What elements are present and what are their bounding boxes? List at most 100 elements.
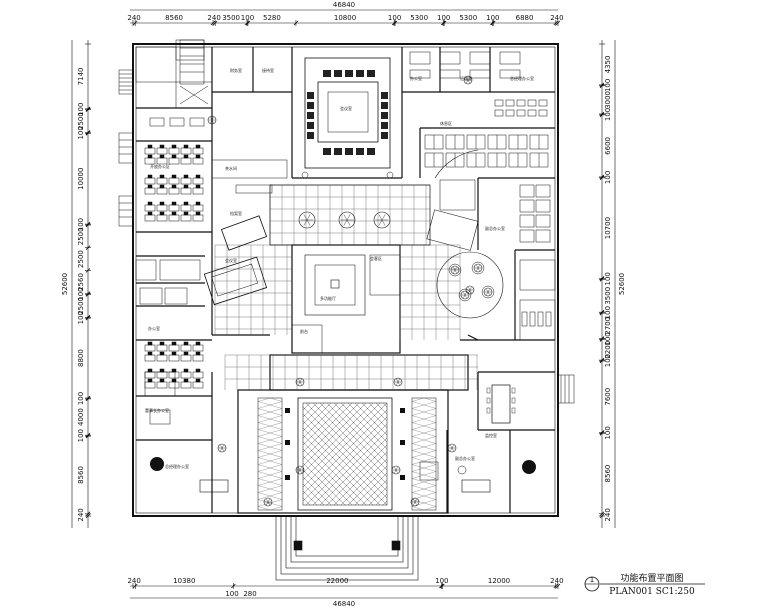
- plant-icon: [473, 263, 483, 273]
- dimension-value: 240: [77, 508, 85, 521]
- room-label: 副总办公室: [485, 225, 505, 231]
- plant-icon: [463, 75, 473, 85]
- open-office-desks: [144, 117, 205, 389]
- plants: [207, 75, 493, 507]
- drawing-title-en: PLAN001 SC1:250: [609, 587, 695, 597]
- dimension-value: 5280: [263, 14, 281, 22]
- top-left-stair: [179, 39, 205, 85]
- dimension-value: 100: [77, 103, 85, 116]
- courtyard-centerpiece: [291, 254, 401, 354]
- dimension-value: 100: [77, 287, 85, 300]
- dimension-value: 100: [388, 14, 401, 22]
- dimension-value: 100: [77, 218, 85, 231]
- plant-icon: [298, 211, 316, 229]
- dimension-value: 100: [435, 577, 448, 585]
- dimension-value: 7600: [604, 388, 612, 406]
- room-labels: 会议室 办公室 经理室 总经理办公室 财务室 接待室 开放办公区 茶水间 档案室…: [145, 67, 534, 469]
- dimension-value: 2500: [77, 250, 85, 268]
- workstations: [409, 51, 552, 327]
- room-label: 办公室: [410, 75, 422, 81]
- dimension-value: 100: [225, 590, 238, 598]
- room-label: 多功能厅: [320, 295, 336, 301]
- dimension-value: 240: [550, 577, 563, 585]
- dimension-value: 10800: [334, 14, 356, 22]
- plant-icon: [295, 465, 305, 475]
- dimension-value: 240: [207, 14, 220, 22]
- room-label: 档案室: [230, 210, 242, 216]
- dimension-value: 8800: [77, 349, 85, 367]
- room-label: 前台: [300, 328, 308, 334]
- room-label: 监控室: [485, 432, 497, 438]
- dimension-value: 8560: [165, 14, 183, 22]
- room-label: 董事长办公室: [145, 407, 169, 413]
- plant-icon: [295, 377, 305, 387]
- dimension-value: 100: [77, 126, 85, 139]
- room-label: 副总办公室: [455, 455, 475, 461]
- boardroom-table: [301, 57, 394, 179]
- dimension-value: 100: [77, 429, 85, 442]
- room-label: 休息区: [440, 120, 452, 126]
- dimension-value: 100: [486, 14, 499, 22]
- left-exterior-stairs: [118, 69, 134, 227]
- dimension-value: 100: [77, 392, 85, 405]
- dimension-value: 6880: [516, 14, 534, 22]
- plant-icon: [391, 465, 401, 475]
- dimension-value: 6600: [604, 137, 612, 155]
- dimension-value: 280: [243, 590, 256, 598]
- right-exterior-stairs: [557, 374, 575, 404]
- room-label: 会议室: [225, 257, 237, 263]
- dimension-value: 2700: [604, 317, 612, 335]
- dimension-value: 3000: [604, 91, 612, 109]
- left-total-dim: 52600: [61, 273, 69, 295]
- dimension-value: 8560: [604, 465, 612, 483]
- dimension-value: 3500: [604, 287, 612, 305]
- lounge-circular-area: [426, 149, 504, 319]
- plant-icon: [373, 211, 391, 229]
- executive-offices: [149, 409, 536, 493]
- boardroom-chairs: [307, 70, 388, 155]
- dimension-value: 2560: [77, 273, 85, 291]
- right-dimension-chain: 4350100300010066001001070010035001002700…: [599, 40, 626, 528]
- dimension-value: 3500: [222, 14, 240, 22]
- dimension-value: 4000: [77, 408, 85, 426]
- bottom-total-dim: 46840: [333, 600, 355, 608]
- room-label: 办公室: [148, 325, 160, 331]
- dimension-value: 2200: [604, 341, 612, 359]
- dimension-value: 100: [604, 354, 612, 367]
- drawing-title-cn: 功能布置平面图: [620, 572, 683, 584]
- dimension-value: 240: [127, 14, 140, 22]
- left-meeting-tables: [203, 184, 273, 306]
- dimension-value: 2500: [77, 112, 85, 130]
- right-total-dim: 52600: [618, 273, 626, 295]
- left-dimension-chain: 7140100250010010000100250025002560100250…: [61, 40, 91, 528]
- dimension-value: 5300: [459, 14, 477, 22]
- dimension-value: 2500: [77, 227, 85, 245]
- plant-icon: [465, 285, 475, 295]
- dimension-value: 10700: [604, 217, 612, 239]
- room-label: 茶水间: [225, 165, 237, 171]
- plant-icon: [217, 443, 227, 453]
- room-label: 会客区: [370, 255, 382, 261]
- plant-icon: [483, 287, 493, 297]
- main-entrance-steps: [275, 515, 419, 581]
- dimension-value: 12000: [488, 577, 510, 585]
- room-label: 总经理办公室: [165, 463, 189, 469]
- dimension-value: 100: [604, 272, 612, 285]
- plant-icon: [207, 115, 217, 125]
- dimension-value: 100: [604, 79, 612, 92]
- dimension-value: 100: [604, 306, 612, 319]
- courtyard-paving: [214, 184, 478, 390]
- dimension-value: 100: [77, 311, 85, 324]
- drawing-title-block: 1 功能布置平面图 PLAN001 SC1:250: [584, 572, 705, 597]
- dimension-value: 7140: [77, 67, 85, 85]
- dimension-value: 2500: [77, 297, 85, 315]
- dimension-value: 10380: [173, 577, 195, 585]
- dimension-value: 100: [241, 14, 254, 22]
- lobby-floor-pattern: [257, 397, 437, 511]
- dimension-value: 100: [604, 426, 612, 439]
- room-label: 财务室: [230, 67, 242, 73]
- room-label: 总经理办公室: [510, 75, 534, 81]
- dimension-value: 5300: [410, 14, 428, 22]
